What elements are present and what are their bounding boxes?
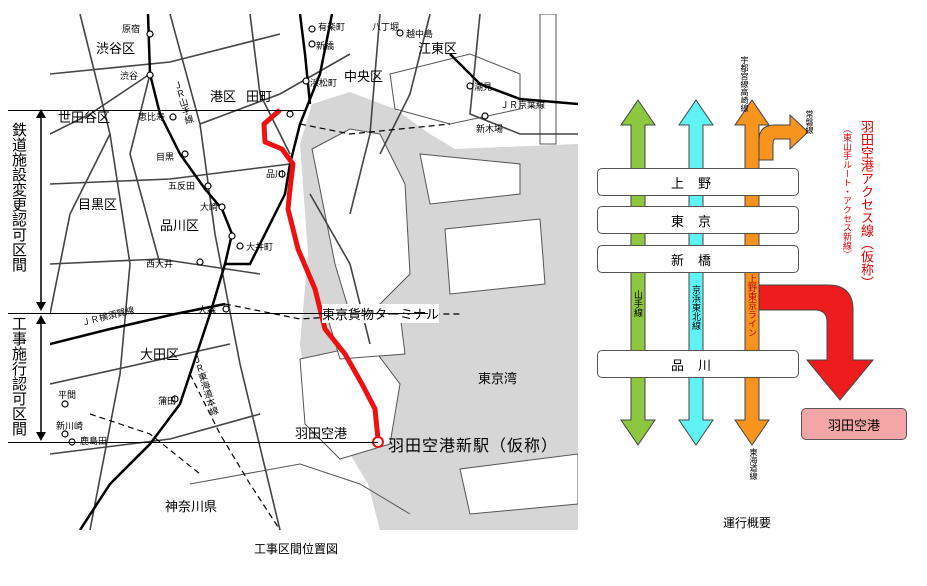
station-shimbashi: 新橋	[316, 42, 335, 52]
station-shinkawasaki: 新川崎	[56, 422, 84, 432]
direction-joban: 常磐線	[805, 110, 814, 134]
station-shiomi: 潮見	[474, 83, 493, 93]
station-hirama: 平間	[58, 391, 77, 401]
station-name-shinagawa: 品川	[670, 358, 725, 374]
ueno-tokyo-line-label: 上野東京ライン	[746, 274, 756, 337]
joban-branch-arrow	[758, 113, 809, 161]
station-kamata: 蒲田	[158, 397, 177, 407]
roads	[50, 14, 578, 530]
new-station-label: 羽田空港新駅（仮称）	[388, 436, 559, 455]
rail-lines	[50, 14, 578, 530]
destination-haneda-label: 羽田空港	[827, 418, 880, 434]
region-minato: 港区	[210, 90, 237, 105]
station-ebisu: 恵比寿	[138, 113, 166, 123]
station-shibuya: 渋谷	[120, 72, 139, 82]
direction-tokaido: 東海道線	[749, 448, 758, 480]
station-tamachi: 田町	[246, 90, 273, 105]
station-kashimada: 鹿島田	[80, 437, 108, 447]
diagram-caption: 運行概要	[723, 516, 772, 530]
line-label-keiyo: ＪＲ京葉線	[500, 101, 546, 111]
direction-utsunomiya-takasaki: 宇都宮線高崎線	[740, 56, 749, 112]
station-shinkiba: 新木場	[476, 125, 504, 135]
reclaimed-land	[311, 128, 411, 315]
station-yurakucho: 有楽町	[318, 23, 346, 33]
access-line-arrow	[758, 284, 875, 401]
station-bar-ueno: 上野	[597, 168, 799, 196]
region-ota: 大田区	[140, 348, 180, 363]
station-oimachi: 大井町	[246, 243, 274, 253]
keihin-tohoku-line-label: 京浜東北線	[690, 285, 700, 330]
section-label-railway-change: 鉄道施設変更認可区間	[10, 122, 28, 272]
station-etchujima: 越中島	[406, 30, 434, 40]
station-markers	[61, 25, 489, 446]
region-koto: 江東区	[418, 42, 458, 57]
route-map: 渋谷区 港区 中央区 江東区 世田谷区 目黒区 品川区 大田区 神奈川県 東京湾…	[50, 14, 578, 530]
station-osaki: 大崎	[200, 203, 219, 213]
section-label-construction: 工事施行認可区間	[10, 316, 28, 436]
station-omori: 大森	[198, 306, 217, 316]
access-line-title: 羽田空港アクセス線（仮称）	[858, 120, 873, 289]
region-meguro: 目黒区	[78, 198, 118, 213]
access-line-note: （東山手ルート・アクセス新線）	[841, 124, 851, 259]
region-chuo: 中央区	[344, 70, 384, 85]
dashed-lines	[89, 123, 460, 530]
station-nishi-oi: 西大井	[146, 260, 174, 270]
region-shinagawa: 品川区	[160, 219, 200, 234]
station-meguro: 目黒	[156, 153, 175, 163]
reclaimed-land	[444, 218, 546, 295]
region-shibuya: 渋谷区	[96, 42, 136, 57]
station-bar-tokyo: 東京	[597, 206, 799, 234]
region-setagaya: 世田谷区	[58, 111, 111, 126]
section-arrows	[36, 109, 46, 441]
station-harajuku: 原宿	[122, 25, 141, 35]
station-name-tokyo: 東京	[670, 214, 725, 230]
station-gotanda: 五反田	[168, 182, 196, 192]
station-name-ueno: 上野	[670, 176, 725, 192]
region-kanagawa: 神奈川県	[165, 500, 218, 515]
bay-island	[459, 453, 578, 515]
section-boundary-top	[8, 110, 304, 111]
haneda-airport-map-label: 羽田空港	[295, 427, 348, 442]
map-caption: 工事区間位置図	[254, 542, 339, 556]
map-svg	[50, 14, 578, 530]
reclaimed-land	[419, 153, 521, 205]
station-shinagawa: 品川	[266, 170, 285, 180]
haneda-access-line	[261, 108, 381, 440]
section-boundary-mid	[8, 313, 428, 314]
station-hatchobori: 八丁堀	[372, 23, 400, 33]
station-name-shimbashi: 新橋	[670, 253, 725, 269]
station-bar-shimbashi: 新橋	[597, 245, 799, 273]
shoreline	[189, 463, 411, 515]
section-boundary-bottom	[8, 442, 378, 443]
bay-island	[389, 53, 521, 125]
station-bar-shinagawa: 品川	[597, 350, 799, 378]
tokyo-bay-label: 東京湾	[478, 372, 518, 387]
destination-haneda-box: 羽田空港	[801, 408, 907, 440]
station-hamamatsucho: 浜松町	[310, 79, 338, 89]
yamanote-line-label: 山手線	[632, 290, 642, 317]
